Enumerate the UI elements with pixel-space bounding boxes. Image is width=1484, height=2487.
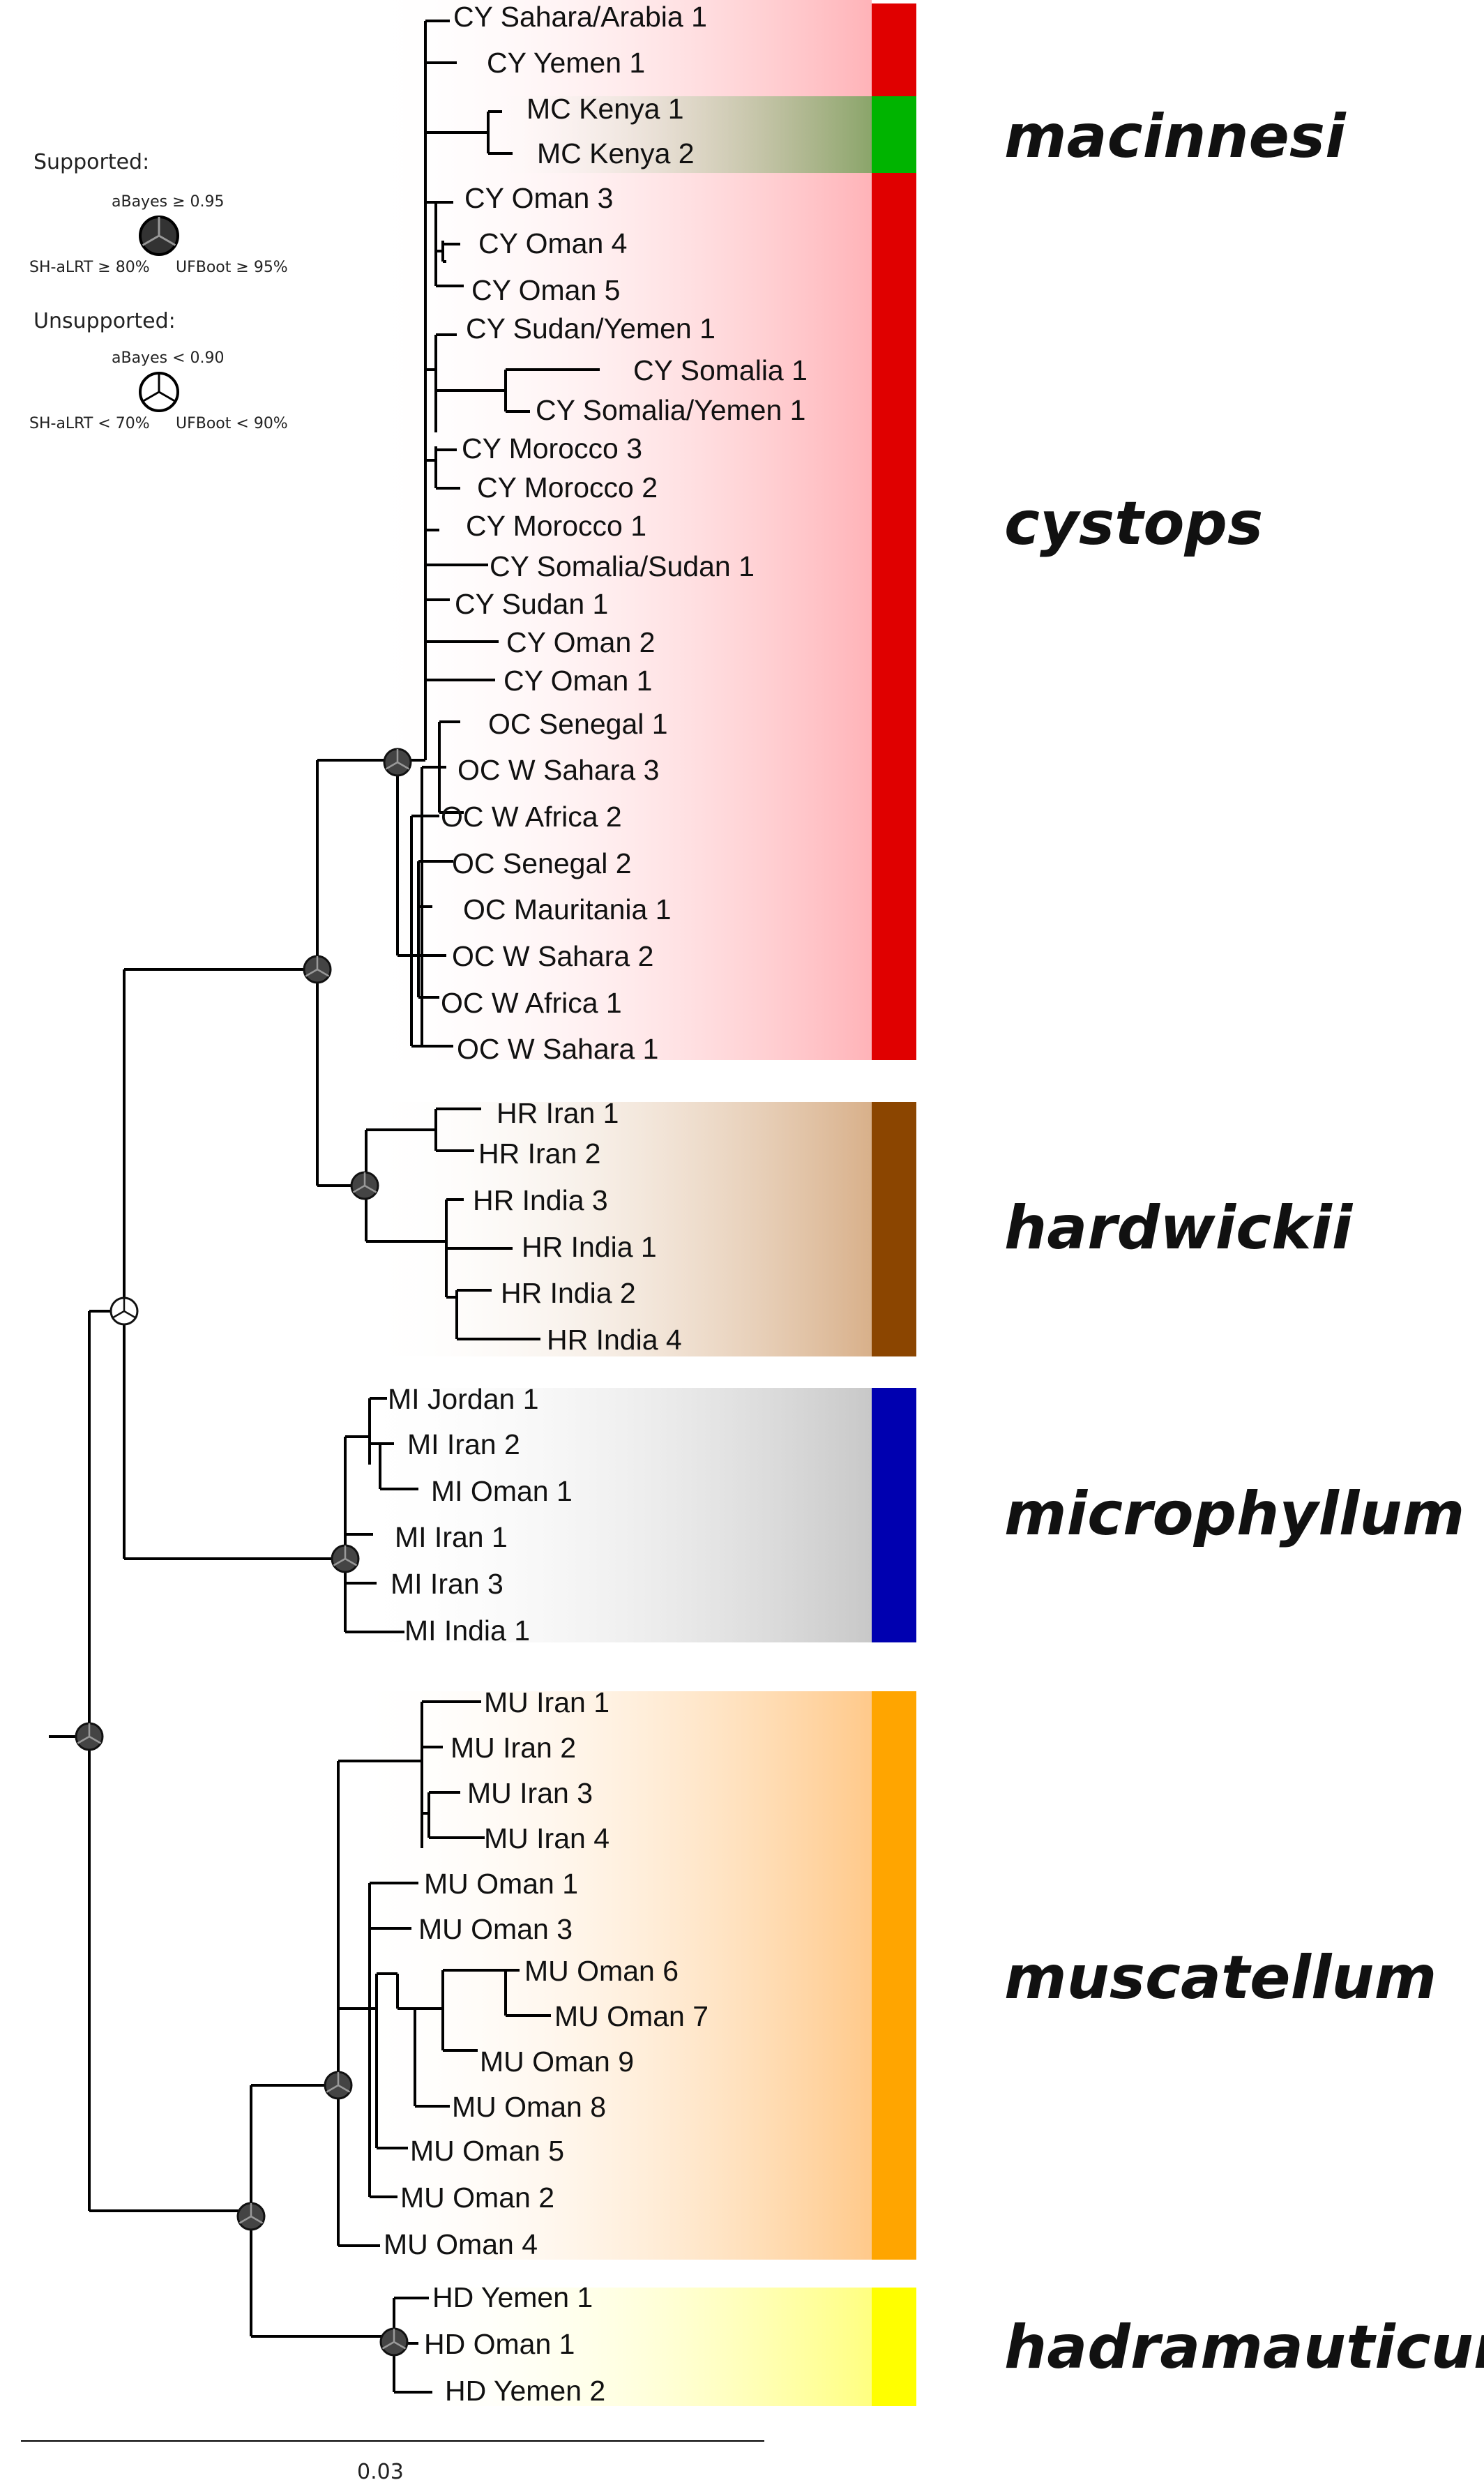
clade-bar-microphyllum xyxy=(872,1388,916,1642)
clade-label-cystops: cystops xyxy=(1004,489,1263,559)
unsupported-node-marker xyxy=(109,1297,139,1326)
tip-label: CY Sahara/Arabia 1 xyxy=(453,1,707,33)
support-markers xyxy=(75,748,412,2357)
tip-label: CY Yemen 1 xyxy=(487,47,645,79)
tip-label: OC W Africa 1 xyxy=(441,987,622,1019)
tip-label: OC Mauritania 1 xyxy=(463,893,672,925)
clade-label-microphyllum: microphyllum xyxy=(1004,1479,1464,1549)
tip-label: HD Yemen 2 xyxy=(445,2375,605,2407)
tip-label: MU Iran 2 xyxy=(450,1732,576,1764)
tip-label: HR India 1 xyxy=(522,1231,657,1263)
legend-unsupported-abayes: aBayes < 0.90 xyxy=(112,349,224,367)
scale-bar-label: 0.03 xyxy=(357,2460,404,2484)
tip-label: MU Iran 1 xyxy=(484,1686,610,1718)
tip-label: MU Oman 7 xyxy=(554,2000,709,2032)
tip-label: CY Sudan 1 xyxy=(455,588,608,620)
tip-label: HR Iran 1 xyxy=(497,1097,619,1129)
tip-label: OC Senegal 1 xyxy=(488,708,668,740)
tip-label: HR India 4 xyxy=(547,1324,682,1356)
tip-label: MU Oman 8 xyxy=(452,2091,606,2123)
clade-background-cystops xyxy=(363,0,872,1060)
tip-label: MI India 1 xyxy=(404,1615,530,1647)
tip-label: MU Oman 1 xyxy=(424,1868,578,1900)
clade-background-muscatellum xyxy=(349,1691,872,2260)
supported-node-marker xyxy=(379,2327,409,2357)
tip-label: MI Oman 1 xyxy=(431,1475,573,1507)
tip-label: MC Kenya 1 xyxy=(527,93,684,125)
supported-node-marker xyxy=(383,748,412,777)
clade-label-muscatellum: muscatellum xyxy=(1004,1943,1437,2013)
tip-label: MU Oman 6 xyxy=(524,1955,679,1987)
tip-label: MI Jordan 1 xyxy=(388,1383,539,1415)
tip-label: MU Oman 3 xyxy=(418,1913,573,1945)
clade-label-hardwickii: hardwickii xyxy=(1004,1193,1354,1263)
legend-unsupported-title: Unsupported: xyxy=(33,309,176,333)
tip-label: CY Morocco 3 xyxy=(462,432,642,464)
tip-label: MI Iran 1 xyxy=(395,1521,508,1553)
tip-label: CY Morocco 2 xyxy=(477,471,658,504)
tip-label: CY Somalia 1 xyxy=(633,354,808,386)
tip-label: HD Oman 1 xyxy=(424,2328,575,2360)
tip-label: MU Iran 4 xyxy=(484,1822,610,1854)
tip-label: MU Oman 9 xyxy=(480,2046,634,2078)
tip-label: CY Oman 5 xyxy=(471,274,620,306)
tip-label: MI Iran 3 xyxy=(391,1568,503,1600)
tip-label: OC W Sahara 2 xyxy=(452,940,653,972)
supported-node-marker xyxy=(331,1544,360,1573)
clade-background-hadramauticum xyxy=(391,2288,872,2406)
clade-bar-hadramauticum xyxy=(872,2288,916,2406)
tip-label: OC Senegal 2 xyxy=(452,847,632,879)
clade-bar-macinnesi xyxy=(872,96,916,173)
supported-node-marker xyxy=(324,2071,353,2100)
clade-background-microphyllum xyxy=(349,1388,872,1642)
legend-unsupported-ufboot: UFBoot < 90% xyxy=(176,415,288,432)
tip-label: CY Oman 2 xyxy=(506,626,655,658)
clade-background-hardwickii xyxy=(363,1102,872,1356)
legend-unsupported-shalrt: SH-aLRT < 70% xyxy=(29,415,150,432)
supported-node-marker xyxy=(303,955,332,984)
clade-label-macinnesi: macinnesi xyxy=(1004,102,1347,172)
tip-label: OC W Africa 2 xyxy=(441,801,622,833)
tip-label: MU Iran 3 xyxy=(467,1777,593,1809)
legend-supported-shalrt: SH-aLRT ≥ 80% xyxy=(29,259,150,276)
legend-supported-marker xyxy=(139,216,179,256)
tip-label: CY Morocco 1 xyxy=(466,510,646,542)
clade-label-hadramauticum: hadramauticum xyxy=(1004,2313,1484,2382)
legend-supported-title: Supported: xyxy=(33,150,149,174)
clade-bar-muscatellum xyxy=(872,1691,916,2260)
clade-background-macinnesi xyxy=(488,96,872,173)
tip-label: MU Oman 4 xyxy=(384,2228,538,2260)
tip-label: HR India 3 xyxy=(473,1184,608,1216)
tip-label: CY Oman 1 xyxy=(503,665,652,697)
tip-label: CY Somalia/Yemen 1 xyxy=(536,394,805,426)
supported-node-marker xyxy=(75,1722,104,1751)
tip-label: MI Iran 2 xyxy=(407,1428,520,1460)
tip-label: OC W Sahara 3 xyxy=(457,754,659,786)
supported-node-marker xyxy=(236,2202,266,2231)
tip-label: MU Oman 5 xyxy=(410,2135,564,2167)
tip-label: CY Sudan/Yemen 1 xyxy=(466,312,716,345)
support-legend: Supported: aBayes ≥ 0.95 SH-aLRT ≥ 80% U… xyxy=(29,150,288,432)
clade-bar-hardwickii xyxy=(872,1102,916,1356)
tip-label: HD Yemen 1 xyxy=(432,2281,593,2313)
tip-label: MC Kenya 2 xyxy=(537,137,695,169)
tip-label: CY Oman 4 xyxy=(478,227,627,259)
legend-supported-ufboot: UFBoot ≥ 95% xyxy=(176,259,288,276)
supported-node-marker xyxy=(350,1171,379,1200)
tip-label: CY Somalia/Sudan 1 xyxy=(490,550,755,582)
tip-label: MU Oman 2 xyxy=(400,2182,554,2214)
clade-bar-cystops xyxy=(872,3,916,1060)
legend-unsupported-marker xyxy=(139,372,179,412)
branches xyxy=(49,20,600,2394)
legend-supported-abayes: aBayes ≥ 0.95 xyxy=(112,193,224,211)
tip-label: OC W Sahara 1 xyxy=(457,1033,658,1065)
tip-label: HR India 2 xyxy=(501,1277,636,1309)
tip-label: CY Oman 3 xyxy=(464,182,613,214)
tip-label: HR Iran 2 xyxy=(478,1137,600,1170)
